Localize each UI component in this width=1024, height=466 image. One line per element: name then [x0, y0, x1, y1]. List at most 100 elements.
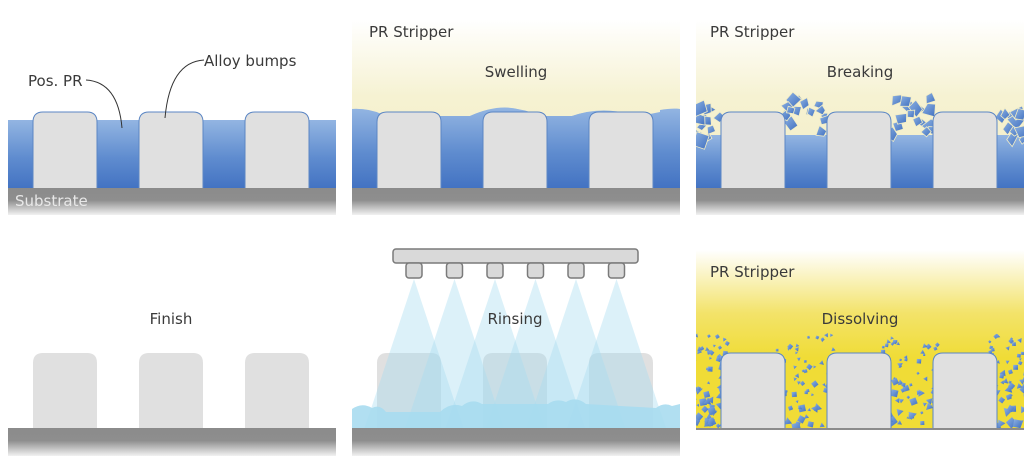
- substrate: [8, 188, 336, 215]
- pr-particle: [890, 336, 894, 340]
- pr-particle: [691, 348, 694, 351]
- pr-particle: [920, 411, 924, 415]
- pr-particle: [881, 345, 885, 349]
- pr-particle: [990, 347, 995, 352]
- pr-particle: [1017, 360, 1023, 366]
- pr-particle: [925, 343, 932, 350]
- pr-particle: [797, 415, 806, 424]
- pr-particle: [925, 398, 933, 405]
- pr-fragment: [894, 113, 908, 125]
- stripper-label: PR Stripper: [369, 23, 454, 41]
- spray-cone: [526, 279, 626, 430]
- pr-particle: [696, 412, 704, 422]
- alloy-bump: [826, 111, 892, 190]
- pr-particle: [1007, 404, 1015, 413]
- pr-particle: [795, 351, 798, 355]
- pr-particle: [884, 343, 889, 348]
- pr-particle: [706, 367, 709, 371]
- spray-nozzle: [445, 262, 464, 279]
- pr-particle: [688, 388, 695, 395]
- panel-initial: Substrate Pos. PR Alloy bumps: [8, 52, 336, 215]
- pr-particle: [803, 369, 808, 374]
- pr-particle: [1016, 353, 1021, 358]
- alloy-bump: [588, 111, 654, 190]
- panel-swelling: PR Stripper Swelling: [352, 20, 680, 215]
- pr-particle: [1005, 360, 1010, 365]
- pr-particle: [894, 390, 898, 394]
- pr-particle: [1005, 394, 1012, 401]
- pr-particle: [696, 403, 700, 407]
- pr-particle: [890, 342, 895, 346]
- pr-particle: [707, 406, 717, 416]
- spray-nozzles: [405, 262, 626, 279]
- pr-fragment: [706, 124, 717, 135]
- pr-particle: [923, 376, 928, 382]
- pr-fragment: [1000, 107, 1011, 120]
- rinse-water-pool: [352, 399, 680, 430]
- spray-nozzle: [486, 262, 504, 279]
- pr-particle: [707, 367, 711, 371]
- pr-particle: [696, 398, 697, 400]
- pr-particle: [787, 405, 794, 411]
- pr-particle: [791, 391, 797, 398]
- spray-cone: [566, 279, 667, 430]
- pos-pr-leader-line: [85, 79, 123, 129]
- substrate: [352, 188, 680, 215]
- pr-particle: [703, 391, 711, 398]
- alloy-bump: [245, 353, 309, 429]
- spray-cones: [364, 279, 667, 430]
- alloy-bump: [720, 352, 786, 430]
- pr-fragment: [815, 124, 828, 137]
- pr-particle: [807, 421, 814, 428]
- pr-particle: [908, 411, 917, 420]
- pr-particle: [692, 344, 695, 347]
- stripper-label: PR Stripper: [710, 23, 795, 41]
- panel-finish: Finish: [8, 310, 336, 456]
- pr-particle: [822, 383, 826, 387]
- alloy-bump: [482, 111, 548, 190]
- alloy-bump: [32, 111, 98, 190]
- alloy-bump: [138, 111, 204, 190]
- pr-particle: [688, 417, 696, 425]
- pr-particle: [998, 396, 1006, 404]
- substrate: [696, 188, 1024, 215]
- pr-particle: [775, 348, 779, 352]
- pr-particle: [696, 418, 701, 426]
- pr-particle: [794, 373, 799, 378]
- pr-fragment: [1013, 125, 1024, 139]
- alloy-bump: [139, 353, 203, 429]
- substrate: [8, 428, 336, 456]
- pr-particle: [988, 340, 992, 344]
- panel-dissolving: PR Stripper Dissolving: [687, 250, 1024, 430]
- pr-particle: [784, 417, 793, 425]
- pr-particle: [689, 344, 692, 347]
- pr-particle: [916, 371, 920, 375]
- spray-manifold-bar: [392, 248, 639, 264]
- pr-particle: [1008, 338, 1014, 344]
- pr-particle: [926, 402, 934, 410]
- pr-particle: [687, 349, 693, 355]
- pr-particle: [803, 360, 807, 363]
- pr-particle: [811, 380, 819, 388]
- alloy-bumps: [32, 111, 310, 190]
- pr-particle: [696, 359, 697, 361]
- pr-fragment: [696, 131, 710, 150]
- pr-particle: [724, 340, 730, 346]
- step-label-dissolving: Dissolving: [822, 310, 899, 328]
- pr-particle: [894, 339, 898, 343]
- alloy-bump: [33, 353, 97, 429]
- pr-particle: [999, 373, 1005, 379]
- pr-particle: [708, 350, 715, 356]
- pr-particle: [923, 353, 926, 356]
- spray-cone: [364, 279, 464, 430]
- pr-particle: [1018, 358, 1022, 361]
- alloy-bump: [932, 352, 998, 430]
- pr-particle: [793, 365, 797, 370]
- pr-particle: [899, 358, 902, 362]
- pr-particle: [886, 339, 891, 344]
- pr-particle: [1012, 342, 1016, 346]
- pr-particle: [699, 398, 707, 406]
- pr-particle: [715, 423, 721, 429]
- pr-particle: [920, 349, 925, 354]
- alloy-bump: [932, 111, 998, 190]
